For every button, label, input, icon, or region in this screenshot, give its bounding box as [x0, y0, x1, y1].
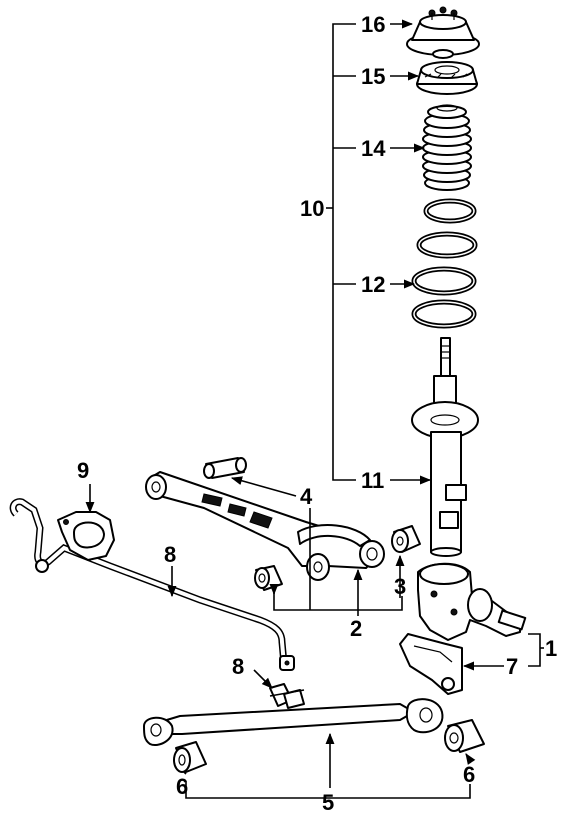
callout-2: 2 — [350, 616, 362, 641]
stabilizer-bar — [9, 498, 295, 671]
callout-11: 10 — [300, 196, 324, 221]
strut-assembly — [411, 337, 479, 557]
bushing-left — [254, 565, 283, 591]
bushing-right — [391, 525, 421, 553]
callout-1: 1 — [545, 636, 557, 661]
callout-14: 14 — [361, 136, 386, 161]
link-bushing-left — [173, 741, 207, 773]
callout-3: 3 — [394, 574, 406, 599]
callout-15: 15 — [361, 64, 385, 89]
knuckle-bracket — [399, 633, 463, 695]
bump-stop-boot — [422, 104, 472, 191]
strut-mount — [406, 6, 480, 59]
callout-7: 7 — [506, 654, 518, 679]
callout-16: 16 — [361, 12, 385, 37]
lateral-link — [143, 698, 444, 746]
knuckle-spindle — [417, 562, 527, 641]
callout-13: 12 — [361, 272, 385, 297]
spring-seat-bearing — [416, 61, 478, 95]
callout-10: 9 — [77, 458, 89, 483]
callout-8: 8 — [164, 542, 176, 567]
coil-spring — [411, 198, 478, 329]
callout-6-left: 6 — [176, 774, 188, 799]
stabilizer-bracket — [57, 511, 115, 561]
lower-control-arm — [145, 471, 385, 581]
callout-4: 4 — [300, 484, 313, 509]
arm-sleeve — [203, 457, 247, 479]
callout-5: 5 — [322, 790, 334, 814]
callout-9: 8 — [232, 654, 244, 679]
link-bushing-right — [444, 719, 485, 753]
link-clamp — [269, 683, 305, 709]
callout-6-right: 6 — [463, 762, 475, 787]
callout-labels: 16 15 14 10 12 11 9 4 8 3 2 1 8 7 6 6 5 — [77, 12, 557, 814]
leader-lines — [85, 19, 544, 799]
callout-12: 11 — [361, 468, 384, 493]
